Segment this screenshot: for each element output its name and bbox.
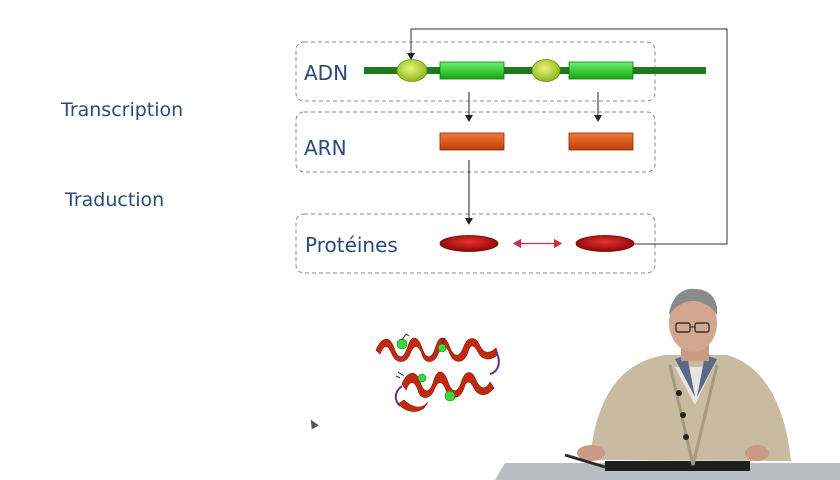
protein-2: [575, 235, 635, 252]
rna-2: [568, 132, 634, 151]
adn-box: [295, 41, 656, 102]
proteines-label: Protéines: [305, 233, 398, 257]
arn-label: ARN: [304, 136, 347, 160]
gene-1: [439, 61, 505, 80]
feedback-arrow: [407, 28, 728, 245]
regulator-protein-1: [396, 59, 428, 82]
adn-label: ADN: [304, 61, 349, 85]
rna-1: [439, 132, 505, 151]
traduction-label: Traduction: [65, 189, 165, 211]
protein-1: [439, 235, 499, 252]
transcription-label: Transcription: [61, 99, 184, 121]
gene-2: [568, 61, 634, 80]
arn-box: [295, 111, 656, 173]
presenter-video: [495, 288, 840, 480]
proteines-box: [295, 213, 656, 274]
alpha-helix-protein-icon: [375, 333, 500, 412]
regulator-protein-2: [531, 59, 561, 82]
